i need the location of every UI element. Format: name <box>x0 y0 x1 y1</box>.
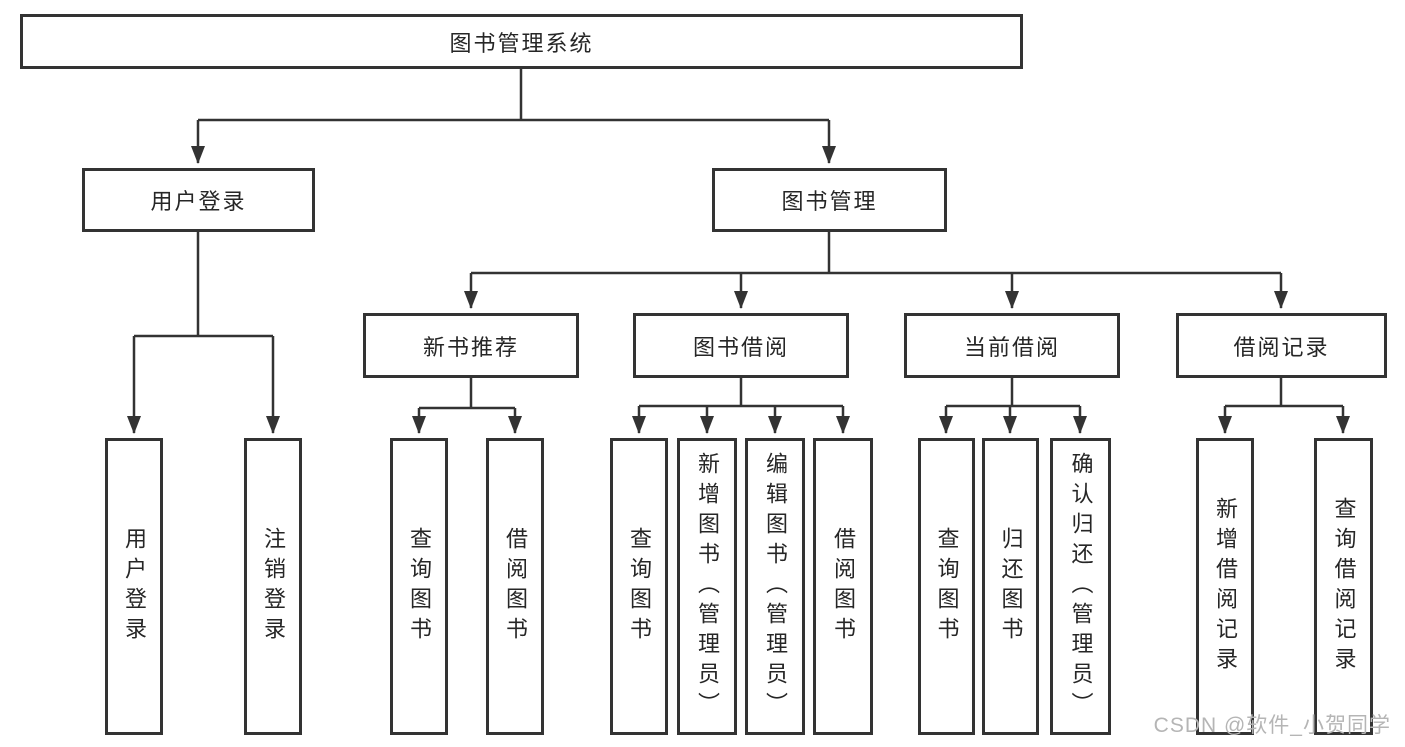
leaf-query-borrow-record: 查询借阅记录 <box>1314 438 1373 735</box>
leaf-borrow-book-label: 借阅图书 <box>831 526 856 647</box>
leaf-return-book-label: 归还图书 <box>998 526 1024 647</box>
leaf-logout-label: 注销登录 <box>261 526 286 647</box>
leaf-user-login-label: 用户登录 <box>122 526 147 647</box>
node-book-management-label: 图书管理 <box>781 189 878 214</box>
leaf-query-book-borrow-label: 查询图书 <box>627 526 652 647</box>
leaf-logout: 注销登录 <box>244 438 302 735</box>
node-root-label: 图书管理系统 <box>449 30 594 56</box>
leaf-confirm-return-admin: 确认归还（管理员） <box>1050 438 1111 735</box>
leaf-query-book-borrow: 查询图书 <box>610 438 668 735</box>
leaf-borrow-book-recommend-label: 借阅图书 <box>503 526 528 647</box>
node-current-borrow: 当前借阅 <box>904 313 1120 378</box>
node-book-management: 图书管理 <box>712 168 947 232</box>
leaf-add-book-admin: 新增图书（管理员） <box>677 438 737 735</box>
node-book-borrow: 图书借阅 <box>633 313 849 378</box>
node-new-book-recommend-label: 新书推荐 <box>422 334 519 360</box>
node-user-login-label: 用户登录 <box>150 189 247 214</box>
leaf-add-book-admin-label: 新增图书（管理员） <box>695 451 720 722</box>
leaf-edit-book-admin-label: 编辑图书（管理员） <box>763 451 788 722</box>
leaf-borrow-book-recommend: 借阅图书 <box>486 438 544 735</box>
leaf-query-book-recommend-label: 查询图书 <box>407 526 432 647</box>
leaf-query-book-recommend: 查询图书 <box>390 438 448 735</box>
leaf-user-login: 用户登录 <box>105 438 163 735</box>
leaf-confirm-return-admin-label: 确认归还（管理员） <box>1068 451 1094 722</box>
leaf-add-borrow-record: 新增借阅记录 <box>1196 438 1254 735</box>
leaf-return-book: 归还图书 <box>982 438 1039 735</box>
leaf-query-borrow-record-label: 查询借阅记录 <box>1331 496 1357 677</box>
node-borrow-record-label: 借阅记录 <box>1233 334 1330 360</box>
node-user-login: 用户登录 <box>82 168 315 232</box>
node-root: 图书管理系统 <box>20 14 1023 69</box>
node-new-book-recommend: 新书推荐 <box>363 313 579 378</box>
node-current-borrow-label: 当前借阅 <box>963 334 1060 360</box>
leaf-query-book-current-label: 查询图书 <box>934 526 960 647</box>
node-borrow-record: 借阅记录 <box>1176 313 1387 378</box>
leaf-edit-book-admin: 编辑图书（管理员） <box>745 438 805 735</box>
csdn-watermark: CSDN @软件_小贺同学 <box>1153 714 1391 737</box>
leaf-add-borrow-record-label: 新增借阅记录 <box>1213 496 1238 677</box>
leaf-borrow-book: 借阅图书 <box>813 438 873 735</box>
leaf-query-book-current: 查询图书 <box>918 438 975 735</box>
node-book-borrow-label: 图书借阅 <box>692 334 789 360</box>
